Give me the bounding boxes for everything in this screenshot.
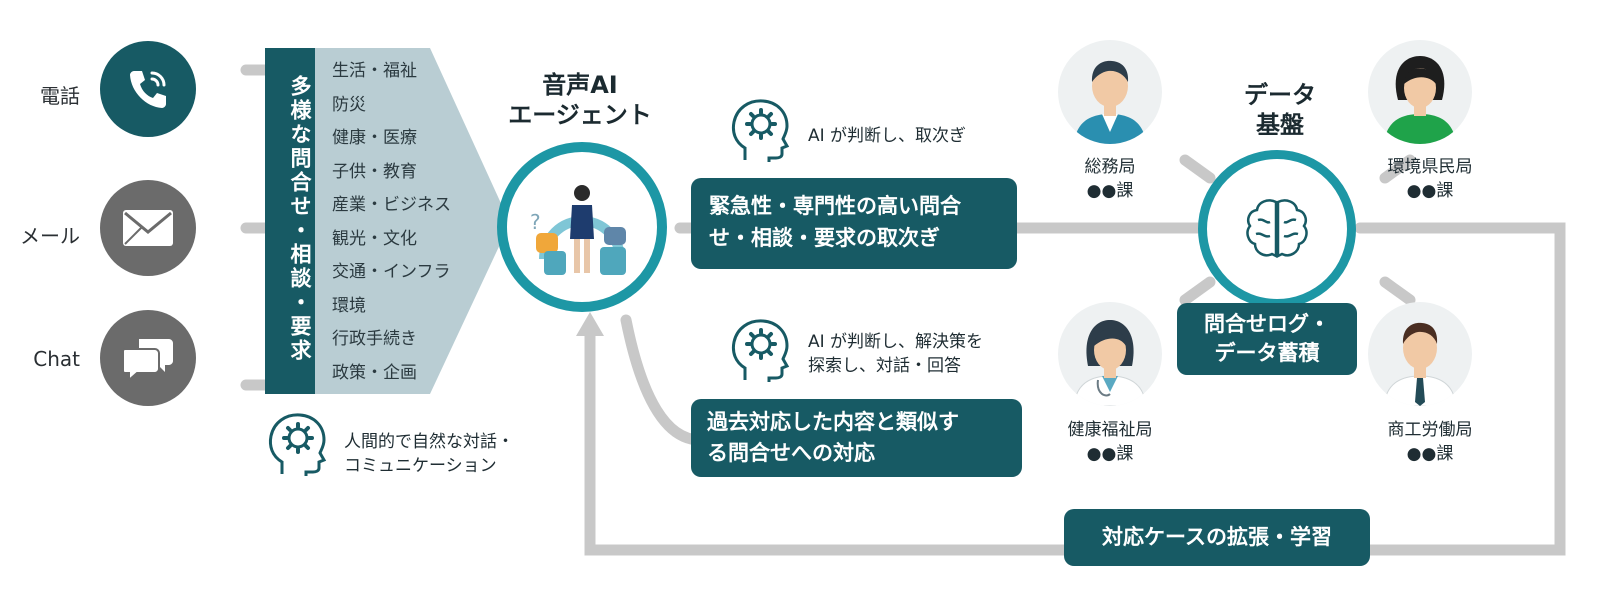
feedback-loop-line bbox=[584, 222, 1566, 556]
head-gear-icon bbox=[731, 319, 790, 382]
dept-soumu: 総務局 ●●課 bbox=[1084, 157, 1136, 201]
channel-label-phone: 電話 bbox=[40, 84, 80, 108]
dept-kankyo: 環境県民局 ●●課 bbox=[1387, 157, 1473, 201]
topic-item: 観光・文化 bbox=[332, 228, 417, 249]
envelope-icon bbox=[100, 180, 196, 276]
brain-icon bbox=[1198, 150, 1356, 308]
route2-box: 過去対応した内容と類似す る問合せへの対応 bbox=[691, 399, 1022, 477]
topic-item: 産業・ビジネス bbox=[332, 195, 451, 215]
route1-box: 緊急性・専門性の高い問合 せ・相談・要求の取次ぎ bbox=[691, 178, 1017, 269]
dept-link-3 bbox=[1179, 276, 1216, 306]
agent-title: 音声AI エージェント bbox=[508, 71, 652, 129]
topic-item: 生活・福祉 bbox=[332, 61, 417, 81]
data-log-box: 問合せログ・ データ蓄積 bbox=[1177, 303, 1357, 375]
man-suit-avatar-icon bbox=[1058, 40, 1162, 144]
dept-link-1 bbox=[1179, 154, 1216, 184]
channel-label-chat: Chat bbox=[33, 347, 80, 371]
route1-note: AI が判断し、取次ぎ bbox=[808, 126, 967, 146]
dept-kenko: 健康福祉局 ●●課 bbox=[1067, 420, 1153, 464]
inquiry-title: 多様な問合せ・相談・要求 bbox=[288, 75, 312, 363]
dept-link-4 bbox=[1379, 276, 1416, 306]
phone-icon bbox=[100, 41, 196, 137]
inquiry-topic-list: 生活・福祉 防災 健康・医療 子供・教育 産業・ビジネス 観光・文化 交通・イン… bbox=[332, 55, 451, 390]
topic-item: 健康・医療 bbox=[332, 128, 417, 148]
route2-note: AI が判断し、解決策を 探索し、対話・回答 bbox=[808, 332, 984, 376]
feedback-box: 対応ケースの拡張・学習 bbox=[1064, 509, 1370, 566]
doctor-avatar-icon bbox=[1058, 302, 1162, 406]
inquiry-panel-shape bbox=[265, 48, 510, 394]
woman-avatar-icon bbox=[1368, 40, 1472, 144]
ai-agent-illustration: ? bbox=[497, 142, 667, 312]
feedback-arrowhead bbox=[576, 312, 604, 336]
head-gear-icon bbox=[731, 99, 790, 162]
businessman-avatar-icon bbox=[1368, 302, 1472, 406]
dept-link-2 bbox=[1379, 154, 1416, 184]
topic-item: 政策・企画 bbox=[332, 362, 417, 383]
svg-text:?: ? bbox=[530, 210, 541, 234]
route2-curve bbox=[620, 314, 706, 446]
topic-item: 防災 bbox=[332, 94, 366, 115]
topic-item: 行政手続き bbox=[332, 329, 417, 349]
head-gear-icon bbox=[268, 413, 327, 476]
topic-item: 交通・インフラ bbox=[332, 262, 451, 282]
topic-item: 環境 bbox=[332, 295, 366, 316]
chat-bubbles-icon bbox=[100, 310, 196, 406]
channel-label-mail: メール bbox=[20, 224, 80, 248]
data-base-title: データ 基盤 bbox=[1244, 81, 1316, 139]
topic-item: 子供・教育 bbox=[332, 161, 417, 182]
human-conversation-note: 人間的で自然な対話・ コミュニケーション bbox=[344, 432, 514, 476]
dept-shoko: 商工労働局 ●●課 bbox=[1387, 420, 1473, 464]
